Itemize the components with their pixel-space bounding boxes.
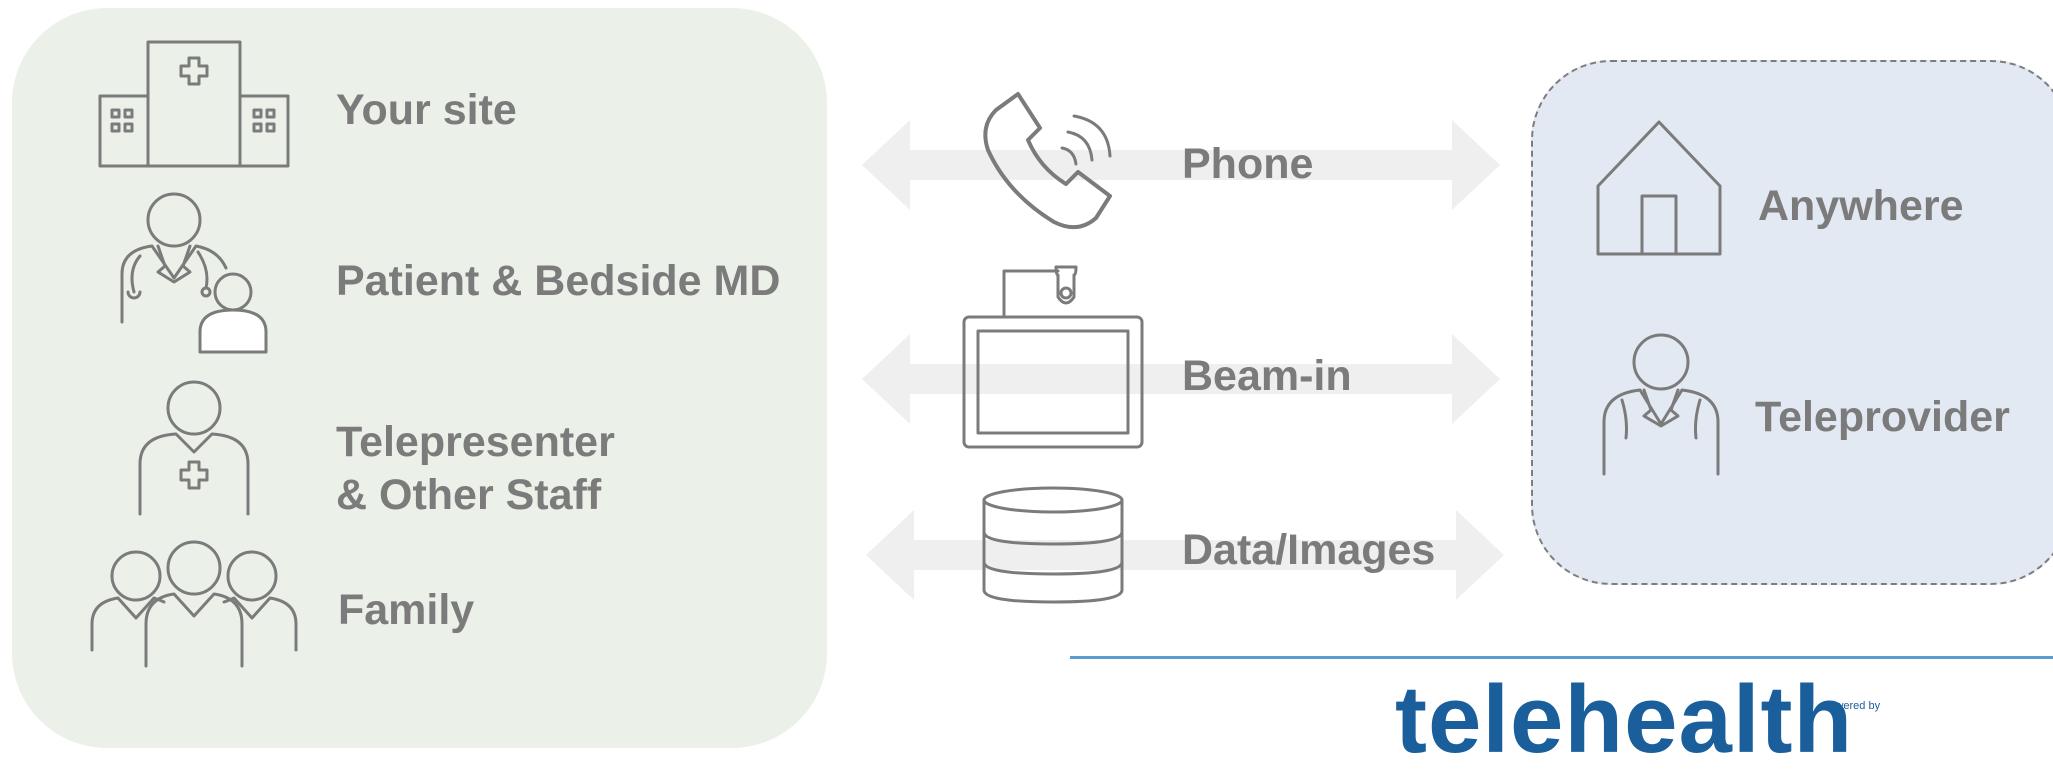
patient-bedside-label: Patient & Bedside MD bbox=[336, 257, 781, 305]
doctor-patient-icon bbox=[120, 192, 268, 354]
data-arrow bbox=[866, 510, 1504, 600]
data-images-label: Data/Images bbox=[1182, 526, 1436, 574]
family-label: Family bbox=[338, 586, 475, 634]
family-icon bbox=[90, 540, 298, 668]
remote-site-panel bbox=[1531, 60, 2053, 585]
robot-screen-icon bbox=[962, 265, 1144, 449]
phone-arrow bbox=[862, 120, 1500, 210]
teleprovider-label: Teleprovider bbox=[1755, 393, 2010, 441]
telepresenter-label: Telepresenter bbox=[336, 418, 615, 466]
beam-in-arrow bbox=[862, 334, 1500, 424]
powered-by-label: Powered by bbox=[1822, 700, 1881, 712]
telepresenter-icon bbox=[138, 380, 250, 516]
phone-label: Phone bbox=[1182, 140, 1314, 188]
hospital-icon bbox=[98, 40, 290, 168]
anywhere-label: Anywhere bbox=[1758, 182, 1964, 230]
teleprovider-icon bbox=[1602, 333, 1720, 476]
your-site-label: Your site bbox=[336, 86, 517, 134]
database-icon bbox=[982, 486, 1124, 604]
phone-icon bbox=[983, 92, 1112, 230]
house-icon bbox=[1596, 120, 1722, 256]
beam-in-label: Beam-in bbox=[1182, 352, 1352, 400]
divider-rule bbox=[1070, 656, 2053, 659]
other-staff-label: & Other Staff bbox=[336, 471, 602, 519]
telehealth-logo: telehealth bbox=[1395, 666, 1854, 773]
